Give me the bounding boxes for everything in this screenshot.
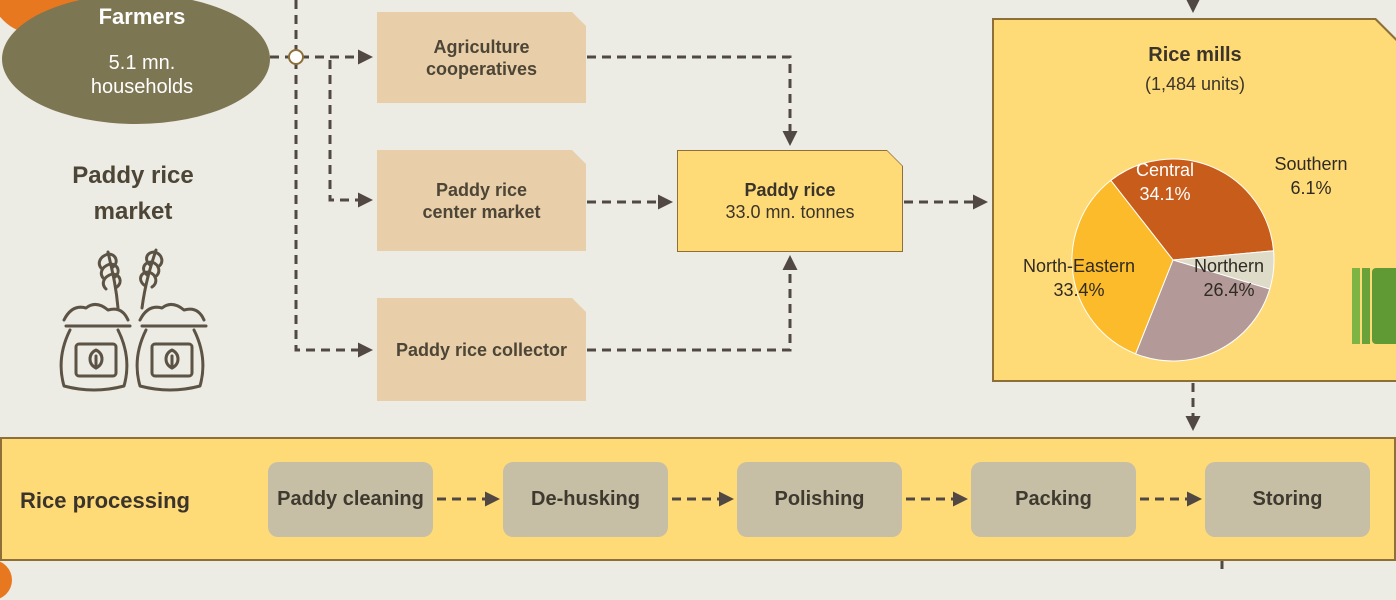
rice-mills-units: (1,484 units) xyxy=(1144,74,1246,94)
center-market-line2: center market xyxy=(422,201,541,222)
cooperatives-line2: cooperatives xyxy=(425,58,538,79)
collector-node: Paddy rice collector xyxy=(377,298,586,401)
farmers-count: 5.1 mn. xyxy=(108,52,176,74)
pie-label-northern-value: 26.4% xyxy=(1203,280,1254,300)
arrow-cooperatives-to-paddy xyxy=(587,55,798,146)
paddy-rice-title: Paddy rice xyxy=(744,180,836,200)
pie-slice-northern xyxy=(1134,259,1271,362)
rice-sacks-icon xyxy=(59,248,208,392)
farmers-unit: households xyxy=(90,76,194,98)
step-polishing: Polishing xyxy=(737,462,902,537)
rice-mills-title: Rice mills xyxy=(1148,44,1242,66)
market-title: Paddy rice market xyxy=(28,158,238,230)
market-title-line1: Paddy rice xyxy=(72,162,194,189)
paddy-rice-volume: 33.0 mn. tonnes xyxy=(725,202,855,222)
pie-label-southern-name: Southern xyxy=(1274,154,1347,174)
rice-mills-pie-chart xyxy=(1071,158,1275,362)
rice-mills-pie-labels: Central 34.1% Southern 6.1% Northern 26.4% Nor… xyxy=(1023,154,1348,300)
arrow-farmers-to-collector xyxy=(294,0,373,358)
green-bars-decoration xyxy=(1352,268,1396,344)
step-storing: Storing xyxy=(1205,462,1370,537)
diagram-canvas: Central 34.1% Southern 6.1% Northern 26.4% Nor… xyxy=(270,0,1348,570)
center-market-node: Paddy rice center market xyxy=(377,150,586,251)
processing-arrows xyxy=(437,491,1202,507)
pie-slice-central xyxy=(1110,158,1275,261)
arrow-farmers-to-center-market xyxy=(328,60,373,208)
step-packing: Packing xyxy=(971,462,1136,537)
pie-label-central-value: 34.1% xyxy=(1139,184,1190,204)
pie-label-north-eastern-value: 33.4% xyxy=(1053,280,1104,300)
market-title-line2: market xyxy=(93,198,173,225)
farmers-title: Farmers xyxy=(98,4,186,29)
center-market-line1: Paddy rice xyxy=(435,179,528,200)
pie-label-northern-name: Northern xyxy=(1194,256,1264,276)
pie-label-southern-value: 6.1% xyxy=(1290,178,1331,198)
step-paddy-cleaning: Paddy cleaning xyxy=(268,462,433,537)
farmers-node: Farmers 5.1 mn. households xyxy=(2,0,270,124)
junction-node xyxy=(288,49,304,65)
paddy-rice-node-fill: Paddy rice 33.0 mn. tonnes xyxy=(678,151,902,251)
cooperatives-line1: Agriculture xyxy=(433,36,530,57)
pie-slice-north-eastern xyxy=(1071,179,1174,355)
agriculture-cooperatives-node: Agriculture cooperatives xyxy=(377,12,586,103)
pie-label-central-name: Central xyxy=(1136,160,1194,180)
step-de-husking: De-husking xyxy=(503,462,668,537)
pie-label-north-eastern-name: North-Eastern xyxy=(1023,256,1135,276)
collector-label: Paddy rice collector xyxy=(395,339,568,360)
rice-processing-title: Rice processing xyxy=(20,488,190,513)
arrow-collector-to-paddy xyxy=(587,255,798,352)
